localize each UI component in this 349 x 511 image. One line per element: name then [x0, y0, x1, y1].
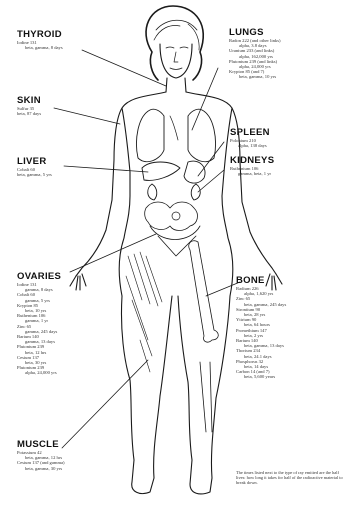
bone-block: BONE Radium 226 alpha, 1,620 yrs Zinc 65…	[236, 276, 286, 380]
half-life-caption: The times listed next to the type of ray…	[236, 470, 344, 486]
face	[160, 44, 192, 78]
lungs-block: LUNGS Radon 222 (and other links) alpha,…	[229, 28, 281, 80]
lungs-line: beta, gamma, 10 yrs	[229, 74, 281, 79]
kidneys-block: KIDNEYS Ruthenium 106 gamma, beta, 1 yr	[230, 156, 274, 176]
skin-block: SKIN Sulfur 35 beta, 87 days	[17, 96, 41, 116]
kidneys-title: KIDNEYS	[230, 156, 274, 166]
leader-bone	[206, 282, 240, 296]
lungs-title: LUNGS	[229, 28, 281, 38]
bone-line: beta, 5,600 years	[236, 374, 286, 379]
liver-block: LIVER Cobalt 60 beta, gamma, 5 yrs	[17, 157, 52, 177]
skin-line: beta, 87 days	[17, 111, 41, 116]
femur-bone	[189, 241, 219, 432]
left-hand	[70, 274, 86, 290]
leader-muscle	[62, 360, 148, 448]
skin-title: SKIN	[17, 96, 41, 106]
muscle-line: beta, gamma, 30 yrs	[17, 466, 65, 471]
thyroid-line: beta, gamma, 8 days	[17, 45, 63, 50]
hair	[146, 6, 203, 80]
stomach	[184, 161, 205, 183]
muscle-title: MUSCLE	[17, 440, 65, 450]
leader-kidneys	[198, 170, 224, 192]
spleen-block: SPLEEN Polonium 210 alpha, 138 days	[230, 128, 270, 148]
leader-thyroid	[82, 50, 166, 86]
lungs	[137, 109, 216, 161]
leader-skin	[54, 108, 120, 124]
leg-muscles	[126, 252, 162, 372]
liver	[142, 162, 180, 180]
lungs-line: Uranium 233 (and links)	[229, 48, 281, 53]
right-leg	[178, 296, 230, 494]
left-leg	[121, 296, 172, 494]
thyroid-title: THYROID	[17, 30, 63, 40]
muscle-line: Cesium 137 (and gamma)	[17, 460, 65, 465]
spleen-title: SPLEEN	[230, 128, 270, 138]
leader-spleen	[198, 142, 224, 176]
leader-ovaries	[70, 234, 156, 272]
muscle-block: MUSCLE Potassium 42 beta, gamma, 12 hrs …	[17, 440, 65, 471]
kidneys	[148, 184, 201, 200]
kidneys-line: gamma, beta, 1 yr	[230, 171, 274, 176]
spleen-line: alpha, 138 days	[230, 143, 270, 148]
bone-title: BONE	[236, 276, 286, 286]
ovaries-block: OVARIES Iodine 131 gamma, 8 days Cobalt …	[17, 272, 61, 376]
thyroid-block: THYROID Iodine 131 beta, gamma, 8 days	[17, 30, 63, 50]
liver-title: LIVER	[17, 157, 52, 167]
neck	[166, 78, 186, 92]
ovaries-line: alpha, 24,000 yrs	[17, 370, 61, 375]
intestines	[145, 202, 198, 231]
leader-liver	[64, 166, 148, 172]
ovaries-title: OVARIES	[17, 272, 61, 282]
torso-outline	[76, 92, 276, 276]
liver-line: beta, gamma, 5 yrs	[17, 172, 52, 177]
